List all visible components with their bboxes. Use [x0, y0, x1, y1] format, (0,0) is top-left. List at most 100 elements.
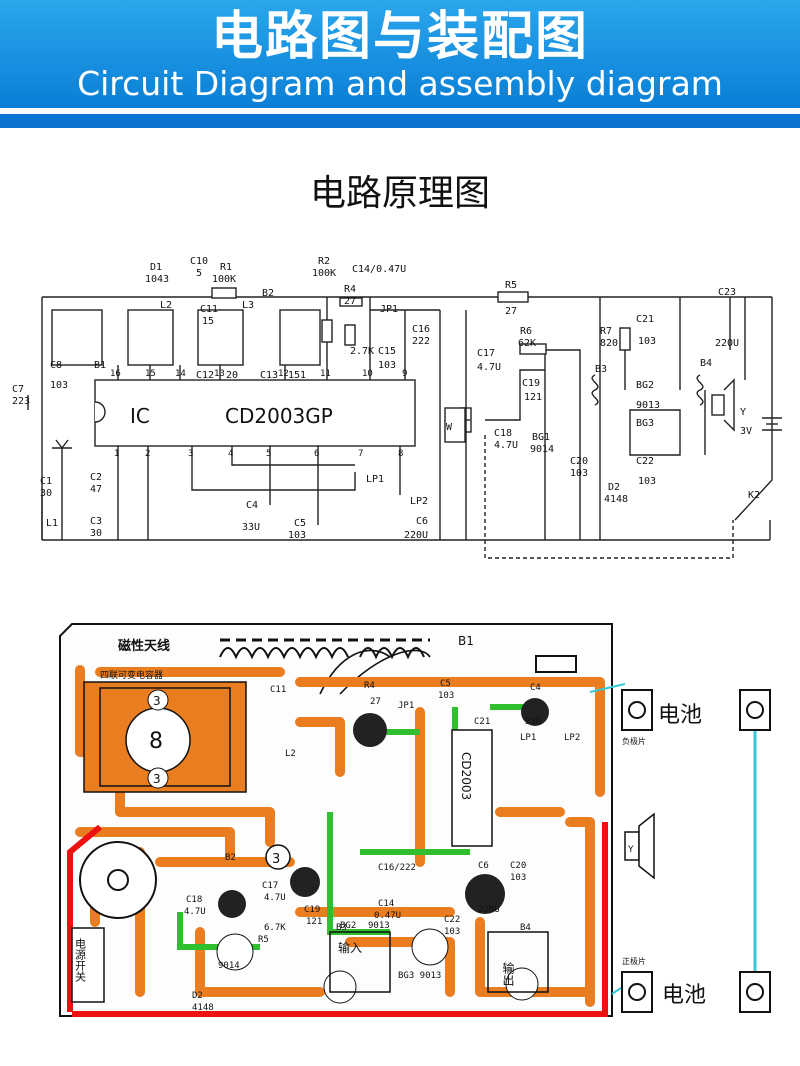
label-lp2: LP2 [410, 496, 428, 507]
label-c23: C23 [718, 287, 736, 298]
label-b4: B4 [700, 358, 712, 369]
label-c10: C10 [190, 256, 208, 267]
label-c22-value: 103 [638, 476, 656, 487]
label-c5-value: 103 [288, 530, 306, 541]
label-c12: C12 [196, 370, 214, 381]
label-l1: L1 [46, 518, 58, 529]
label-r1: R1 [220, 262, 232, 273]
label-c1-value: 30 [40, 488, 52, 499]
label-jp1: JP1 [380, 304, 398, 315]
pin-1: 1 [114, 449, 119, 459]
label-c13: C13 [260, 370, 278, 381]
asm-c5: C5 [440, 679, 451, 689]
label-bg2-value: 9013 [636, 400, 660, 411]
label-c23-value: 220U [715, 338, 739, 349]
asm-b3: B3 [336, 923, 347, 933]
label-c14: C14/0.47U [352, 264, 406, 275]
asm-r4: R4 [364, 681, 375, 691]
neg-plate-label: 负极片 [622, 736, 646, 746]
asm-bg2: BG2 [340, 921, 356, 931]
label-c5: C5 [294, 518, 306, 529]
asm-c5-value: 103 [438, 691, 454, 701]
output-transformer-label: 输出 [501, 961, 515, 986]
asm-c19: C19 [304, 905, 320, 915]
label-c1: C1 [40, 476, 52, 487]
label-c11: C11 [200, 304, 218, 315]
asm-c6-value: 220U [478, 905, 500, 915]
battery-label-bottom: 电池 [662, 983, 706, 1008]
label-d1: D1 [150, 262, 162, 273]
pin-13: 13 [214, 369, 225, 379]
asm-c4-value: 33U [525, 717, 541, 727]
label-c4-value: 33U [242, 522, 260, 533]
capacitor-number: 8 [149, 729, 163, 754]
label-r2: R2 [318, 256, 330, 267]
label-d2: D2 [608, 482, 620, 493]
pin-5: 5 [266, 449, 271, 459]
pin-6: 6 [314, 449, 319, 459]
label-bg1: BG1 [532, 432, 550, 443]
asm-d2-value: 4148 [192, 1003, 214, 1013]
label-c18: C18 [494, 428, 512, 439]
pin-15: 15 [145, 369, 156, 379]
label-r5-value: 27 [505, 306, 517, 317]
label-d2-value: 4148 [604, 494, 628, 505]
label-b2: B2 [262, 288, 274, 299]
asm-d2: D2 [192, 991, 203, 1001]
label-c2-value: 47 [90, 484, 102, 495]
pin-7: 7 [358, 449, 363, 459]
label-c15-value: 103 [378, 360, 396, 371]
label-c17: C17 [477, 348, 495, 359]
label-lp1: LP1 [366, 474, 384, 485]
tuning-knob [79, 841, 157, 919]
asm-c20-value: 103 [510, 873, 526, 883]
label-c16: C16 [412, 324, 430, 335]
pos-plate-label: 正极片 [622, 956, 646, 966]
header-stripe [0, 114, 800, 128]
input-transformer [329, 931, 391, 993]
label-k2: K2 [748, 490, 760, 501]
label-c13-value: 151 [288, 370, 306, 381]
power-switch [71, 927, 105, 1003]
asm-l2: L2 [285, 749, 296, 759]
label-c19: C19 [522, 378, 540, 389]
pin-16: 16 [110, 369, 121, 379]
label-c7: C7 [12, 384, 24, 395]
label-c2: C2 [90, 472, 102, 483]
asm-c14-value: 0.47U [374, 911, 401, 921]
label-r6: R6 [520, 326, 532, 337]
label-w: W [446, 422, 453, 433]
label-c17-value: 4.7U [477, 362, 501, 373]
label-r4: R4 [344, 284, 356, 295]
label-r6-value: 62K [518, 338, 536, 349]
label-y: Y [740, 407, 746, 418]
label-c18-value: 4.7U [494, 440, 518, 451]
asm-c16: C16/222 [378, 863, 416, 873]
label-c21: C21 [636, 314, 654, 325]
capacitor-screw-top: 3 [153, 694, 161, 708]
page-title: 电路图与装配图 [210, 7, 589, 67]
asm-bg1: 9014 [218, 961, 240, 971]
ic-chip [451, 729, 493, 847]
output-transformer [487, 931, 549, 993]
asm-c22-value: 103 [444, 927, 460, 937]
pin-10: 10 [362, 369, 373, 379]
label-b1: B1 [94, 360, 106, 371]
label-bg1-value: 9014 [530, 444, 554, 455]
screw-hole-label: 3 [272, 852, 280, 867]
label-battery: 3V [740, 426, 752, 437]
label-c10-value: 5 [196, 268, 202, 279]
speaker-label: Y [627, 845, 634, 855]
asm-c20: C20 [510, 861, 526, 871]
asm-lp1: LP1 [520, 733, 536, 743]
battery-label-top: 电池 [658, 703, 702, 728]
label-c11-value: 15 [202, 316, 214, 327]
pin-3: 3 [188, 449, 193, 459]
label-r3-value: 2.7K [350, 346, 374, 357]
asm-c22: C22 [444, 915, 460, 925]
label-r2-value: 100K [312, 268, 336, 279]
label-c20-value: 103 [570, 468, 588, 479]
asm-bg3: BG3 9013 [398, 971, 441, 981]
asm-b4: B4 [520, 923, 531, 933]
b1-label: B1 [458, 634, 474, 648]
